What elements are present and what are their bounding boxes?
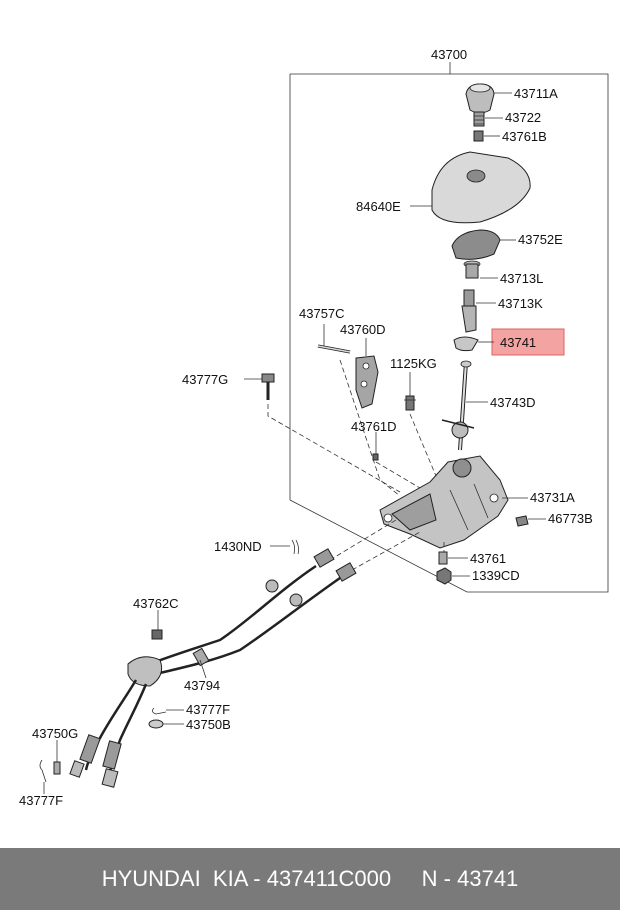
cover-84640E [431,151,531,224]
label-84640E: 84640E [356,199,401,214]
label-43713L: 43713L [500,271,543,286]
nut-43761B [473,130,484,142]
part-43750G [53,761,61,775]
lever-43777G [441,360,475,451]
label-43761: 1339CD [472,568,520,583]
label-1339CD: 43762C [133,596,179,611]
pin-43757C [317,344,351,354]
assembly-label: 43700 [431,47,467,62]
label-43761B: 43761B [502,129,547,144]
label-43757C: 43757C [299,306,345,321]
collar-43762C [438,551,448,565]
screw-46773B [515,515,529,527]
clip-1339CD [151,629,163,640]
label-43752E: 43752E [518,232,563,247]
footer-ref: N - 43741 [421,866,519,891]
parts-diagram: 43700 43711A 43722 43761B 84640E 43752E … [19,47,609,808]
washer-43750B [148,719,164,729]
label-1125KG: 43777G [182,372,228,387]
bracket-43760D [355,355,379,409]
clip-1430ND [291,539,300,555]
footer-part-number: 437411C000 [266,866,392,891]
pin-43777F-a [152,707,167,715]
label-43750B: 43750B [186,717,231,732]
spring-43722 [473,111,485,127]
label-43777G: 43743D [490,395,536,410]
label-43761D: 43761D [351,419,397,434]
label-43722: 43722 [505,110,541,125]
label-43711A: 43711A [514,86,558,101]
nut-43761 [436,567,452,585]
housing-43731A [379,455,509,549]
part-43713L [463,260,481,279]
bolt-1125KG [261,373,275,400]
label-43713K: 43713K [498,296,543,311]
assembly-frame [289,73,609,593]
label-43794: 43794 [184,678,220,693]
cable-43794 [69,548,357,788]
nut-43761D [372,453,379,461]
label-46773B: 46773B [548,511,593,526]
pin-43777F-b [39,759,47,783]
part-number-footer: HYUNDAI KIA - 437411C000 N - 43741 [0,848,620,910]
label-43743D: 1125KG [390,356,437,371]
label-43777F-a: 43777F [186,702,230,717]
label-43777F-b: 43777F [19,793,63,808]
part-43741 [453,336,479,352]
label-1430ND: 1430ND [214,539,262,554]
label-43760D: 43760D [340,322,386,337]
footer-brand: HYUNDAI KIA [101,866,248,891]
part-43713K [461,289,477,333]
label-43741: 43741 [500,335,536,350]
boot-43752E [451,229,501,260]
label-43762C: 43761 [470,551,506,566]
label-43731A: 43731A [530,490,575,505]
clip-43743D [404,395,416,411]
knob-43711A [465,83,495,114]
label-43750G: 43750G [32,726,78,741]
